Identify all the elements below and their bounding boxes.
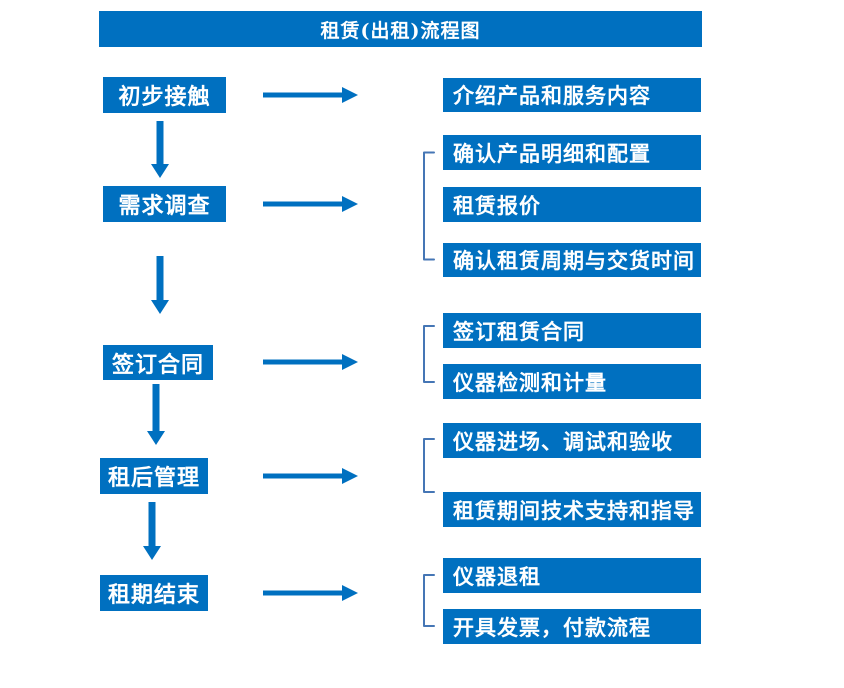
step-box-initial-contact: 初步接触: [103, 77, 226, 113]
right-arrow-initial-contact: [263, 87, 358, 103]
detail-box-rental-quote: 租赁报价: [443, 187, 701, 222]
right-arrow-demand-survey: [263, 196, 358, 212]
detail-box-confirm-product-config: 确认产品明细和配置: [443, 135, 701, 170]
page-title: 租赁(出租)流程图: [320, 19, 481, 42]
step-box-rental-end: 租期结束: [100, 575, 208, 611]
bracket-demand-survey-group: [423, 151, 435, 261]
detail-box-instrument-return: 仪器退租: [443, 558, 701, 593]
down-arrow-step4-step5: [143, 502, 161, 560]
step-box-sign-contract: 签订合同: [103, 345, 213, 380]
down-arrow-step2-step3: [151, 256, 169, 314]
step-box-post-rental-management: 租后管理: [100, 458, 208, 494]
detail-box-confirm-period-delivery: 确认租赁周期与交货时间: [443, 243, 701, 277]
bracket-rental-end-group: [423, 574, 435, 627]
detail-box-tech-support-guidance: 租赁期间技术支持和指导: [443, 492, 701, 527]
detail-box-introduce-products: 介绍产品和服务内容: [443, 78, 701, 112]
detail-box-invoice-payment: 开具发票，付款流程: [443, 609, 701, 644]
right-arrow-post-rental: [263, 468, 358, 484]
down-arrow-step1-step2: [151, 121, 169, 178]
down-arrow-step3-step4: [147, 384, 165, 445]
detail-box-instrument-setup-acceptance: 仪器进场、调试和验收: [443, 423, 701, 458]
right-arrow-rental-end: [263, 585, 358, 601]
detail-box-sign-rental-contract: 签订租赁合同: [443, 313, 701, 348]
title-bar: 租赁(出租)流程图: [99, 11, 702, 47]
bracket-sign-contract-group: [423, 325, 435, 383]
right-arrow-sign-contract: [263, 354, 358, 370]
bracket-post-rental-group: [423, 438, 435, 493]
detail-box-instrument-test-calibration: 仪器检测和计量: [443, 364, 701, 399]
step-box-demand-survey: 需求调查: [103, 186, 226, 222]
